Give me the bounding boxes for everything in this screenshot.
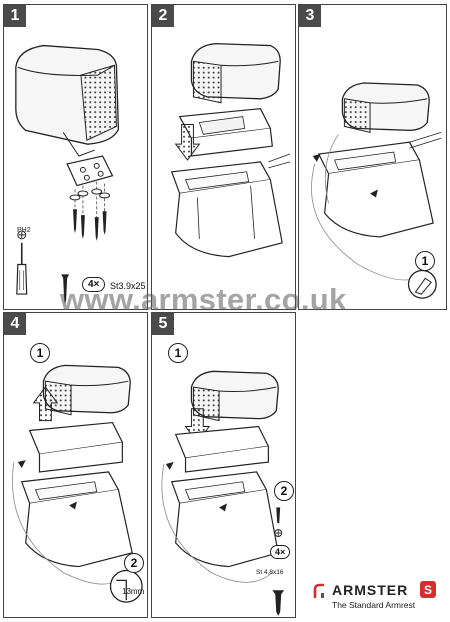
- sub-step-badge: 2: [124, 553, 144, 573]
- step-1-panel: 1: [3, 4, 148, 310]
- step-2-panel: 2: [151, 4, 296, 310]
- step-3-panel: 3 1: [298, 4, 447, 310]
- bolt-spec: St3.9x25: [110, 281, 146, 291]
- brand-tagline: The Standard Armrest: [332, 600, 416, 610]
- tool-label: PH2: [17, 227, 31, 234]
- armster-logo-icon: [313, 583, 324, 598]
- bolt-spec: St 4,8x16: [256, 569, 284, 576]
- step-number: 4: [4, 313, 26, 335]
- armrest-illustration: [311, 82, 442, 299]
- step-number: 5: [152, 313, 174, 335]
- watermark: www.armster.co.uk: [60, 282, 347, 317]
- bolt-count-badge: 4×: [82, 277, 106, 292]
- brand-name: ARMSTER: [332, 582, 409, 598]
- tool-size: 13mm: [122, 587, 145, 596]
- brand-logo: ARMSTER S The Standard Armrest: [312, 580, 442, 614]
- armrest-illustration: [15, 44, 120, 304]
- sub-step-badge: 1: [168, 343, 188, 363]
- step-5-panel: 5 1 2 4× St 4,8x16: [151, 312, 296, 618]
- step-number: 3: [299, 5, 321, 27]
- armrest-illustration: [170, 42, 291, 258]
- sub-step-badge: 1: [30, 343, 50, 363]
- step-number: 2: [152, 5, 174, 27]
- sub-step-badge: 1: [415, 251, 435, 271]
- step-number: 1: [4, 5, 26, 27]
- bolt-count-badge: 4×: [270, 545, 291, 559]
- step-4-panel: 4 1 2 13mm: [3, 312, 148, 618]
- armrest-illustration: [161, 370, 285, 616]
- brand-badge: S: [420, 581, 436, 598]
- sub-step-badge: 2: [274, 481, 294, 501]
- armrest-illustration: [12, 364, 143, 603]
